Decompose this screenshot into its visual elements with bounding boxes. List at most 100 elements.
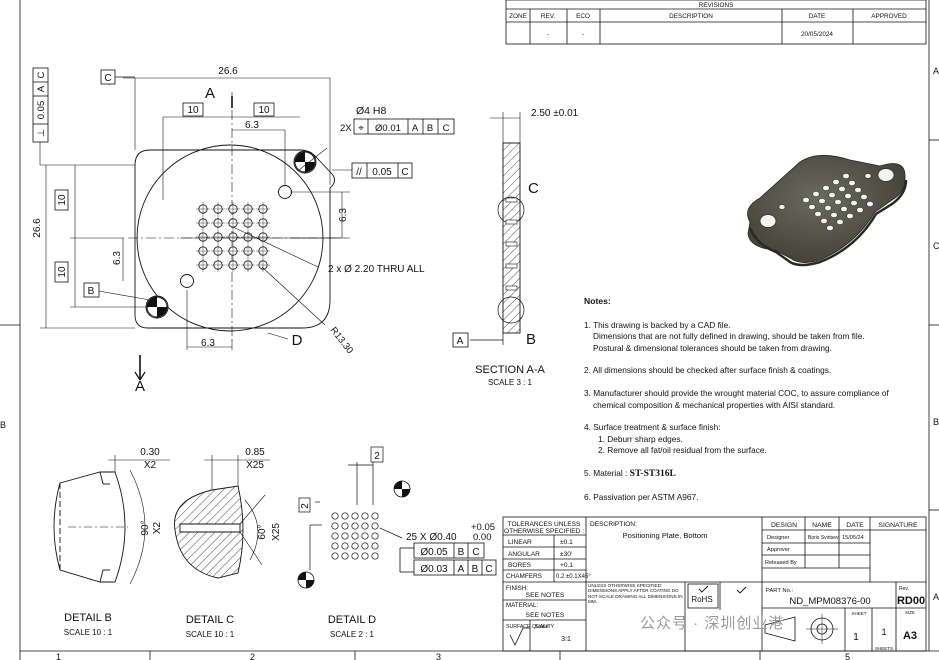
part-no-value: ND_MPM08376-00 [789,596,870,607]
sheet-label: SHEET [851,611,866,616]
datum-b-label: B [88,286,95,297]
note-4: 4. Surface treatment & surface finish: 1… [584,422,929,457]
iso-hole [850,200,858,206]
detail-d-hole-grid [331,512,379,560]
zone-bottom-1: 1 [56,652,61,660]
iso-hole [854,187,862,193]
material-label: MATERIAL: [506,602,538,609]
rev-cell-rev: - [547,31,549,38]
datum-targets [146,151,316,318]
rev-header-date: DATE [809,13,826,20]
position-frame [353,118,455,135]
detail-d-fcf [399,542,497,576]
note-4-line: 4. Surface treatment & surface finish: [584,422,721,433]
iso-hole [818,198,826,204]
detail-d-hole [331,512,339,520]
detail-d-hole [371,512,379,520]
section-mark-a-bottom: A [135,378,145,395]
tol-chamfers-value: 0.2 ±0.1X45° [556,574,591,580]
tol-bores-label: BORES [508,562,532,569]
detail-d-hole [371,532,379,540]
detail-d-tol-minus: 0.00 [473,532,492,543]
rev-header-zone: ZONE [509,13,527,20]
name-header: NAME [812,522,832,529]
detail-d-hole [361,512,369,520]
detail-d-hole [331,552,339,560]
notes-heading: Notes: [584,296,611,306]
zone-bottom-5: 5 [845,652,850,660]
note-6: 6. Passivation per ASTM A967. [584,491,699,502]
size-value: A3 [903,630,917,642]
perp-symbol: ⊥ [36,129,47,137]
general-note: UNLESS OTHERWISE SPECIFIED: DIMENSIONS A… [588,583,683,604]
tol-angular-label: ANGULAR [508,551,540,558]
date-header: DATE [846,522,864,529]
sheets-value: 1 [881,627,886,637]
tol-title-1: TOLERANCES UNLESS [508,521,581,528]
iso-hole [832,179,840,185]
iso-hole [836,219,844,225]
note-1b: Postural & dimensional tolerances should… [593,342,832,353]
dim-10-a: 10 [187,105,199,116]
detail-d-scale: SCALE 2 : 1 [330,630,375,639]
note-5-material: ST-ST316L [629,468,676,479]
revisions-title: REVISIONS [699,2,734,9]
dim-10-b: 10 [258,105,270,116]
watermark-text: 公众号 · 深圳创业港 [640,615,785,632]
iso-hole [822,185,830,191]
detail-d-fcf2-datum-a: A [458,564,465,575]
detail-d-hole [351,512,359,520]
dim-6-3-left: 6.3 [112,251,123,265]
dim-6-3-bottom: 6.3 [201,338,215,349]
detail-c-angle-count: X25 [271,523,282,541]
detail-c-title: DETAIL C [186,614,234,626]
detail-c [174,455,270,579]
rev-header-description: DESCRIPTION [669,13,713,20]
rev-cell-date: 20/05/2024 [801,31,833,38]
rohs-box [687,583,747,609]
detail-d-hole [351,532,359,540]
iso-hole [856,207,864,213]
datum-c-label: C [104,73,111,84]
tol-linear-label: LINEAR [508,539,532,546]
detail-d-hole [341,552,349,560]
detail-d-fcf2-datum-b: B [472,564,479,575]
detail-d-hole [361,522,369,530]
section-mark-a-top: A [205,85,215,102]
surface-label: SURFACE QUALITY [506,624,555,630]
detail-d-hole [331,542,339,550]
section-detail-b-mark: B [526,331,536,348]
detail-c-scale: SCALE 10 : 1 [186,630,235,639]
iso-hole [814,211,822,217]
detail-b-scale: SCALE 10 : 1 [64,628,113,637]
tol-angular-value: ±30' [560,551,572,558]
parallel-datum: C [401,167,408,178]
iso-hole [844,193,852,199]
pos-datum-c: C [443,123,450,134]
detail-d-fcf2-value: Ø0.03 [420,564,448,575]
datum-b-box [83,282,100,298]
detail-d-hole [331,532,339,540]
section-datum-a: A [457,336,464,347]
iso-hole [808,204,816,210]
detail-b-title: DETAIL B [64,612,112,624]
note-4a: 1. Deburr sharp edges. [598,433,683,444]
iso-hole [848,180,856,186]
rev-label: Rev. [899,586,909,592]
iso-hole [824,205,832,211]
section-hole [505,219,518,225]
detail-d-hole [351,522,359,530]
detail-d-tag-1: 2 [374,451,380,462]
perp-frame [32,67,49,143]
parallel-frame [351,162,413,179]
note-3a: chemical composition & mechanical proper… [593,399,836,410]
iso-hole [846,213,854,219]
section-hole [505,241,518,247]
rohs-label: RoHS [691,595,712,604]
parallel-symbol: // [356,167,362,178]
iso-render [747,155,908,267]
perp-datum-c: C [36,71,47,78]
detail-d-hole [361,532,369,540]
dim-26-6-horizontal: 26.6 [218,66,238,77]
detail-d-hole [341,512,349,520]
